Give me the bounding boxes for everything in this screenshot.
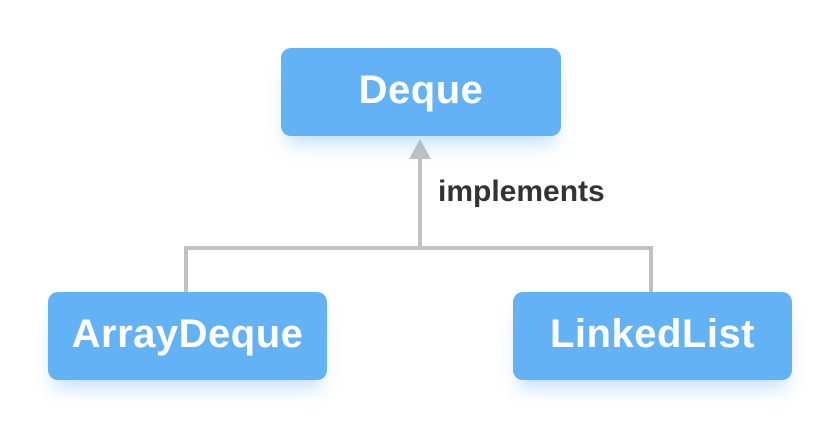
- node-arraydeque-label: ArrayDeque: [71, 312, 304, 356]
- arrowhead-up-icon: [409, 139, 431, 159]
- node-deque-label: Deque: [358, 68, 484, 112]
- connector-arrow-shaft: [418, 157, 422, 250]
- connector-right-stub: [649, 246, 653, 294]
- node-arraydeque: ArrayDeque: [48, 292, 327, 380]
- edge-label-implements: implements: [438, 175, 605, 208]
- connector-horizontal-rail: [184, 246, 653, 250]
- node-linkedlist-label: LinkedList: [549, 312, 756, 356]
- node-deque: Deque: [281, 48, 561, 136]
- connector-left-stub: [184, 246, 188, 294]
- node-linkedlist: LinkedList: [513, 292, 792, 380]
